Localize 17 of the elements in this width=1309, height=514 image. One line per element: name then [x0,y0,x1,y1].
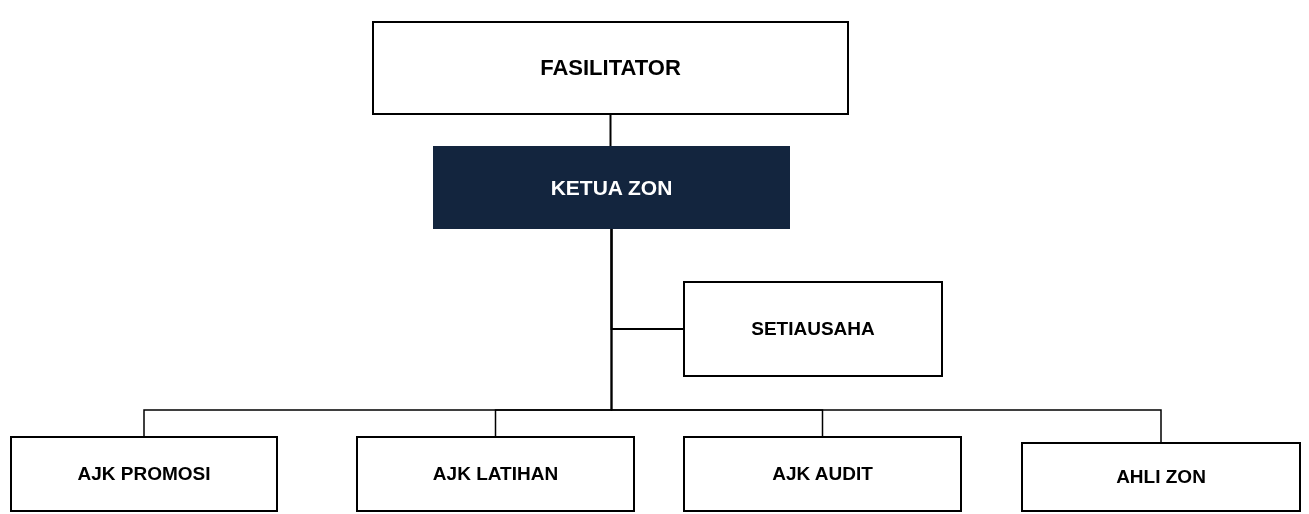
role-label: AHLI ZON [1116,466,1206,488]
role-label: AJK PROMOSI [77,463,211,485]
org-box [683,436,962,512]
org-box [10,436,278,512]
org-box [1021,442,1301,512]
connector-line [610,228,684,330]
role-label: FASILITATOR [540,55,681,81]
org-box [433,146,790,229]
role-label: SETIAUSAHA [751,318,875,340]
connector-line [609,114,612,147]
role-label: AJK AUDIT [772,463,873,485]
role-label: KETUA ZON [550,175,673,200]
connector-line [610,228,1162,443]
org-box [372,21,849,115]
org-box [356,436,635,512]
org-box [683,281,943,377]
role-label: AJK LATIHAN [432,463,559,485]
